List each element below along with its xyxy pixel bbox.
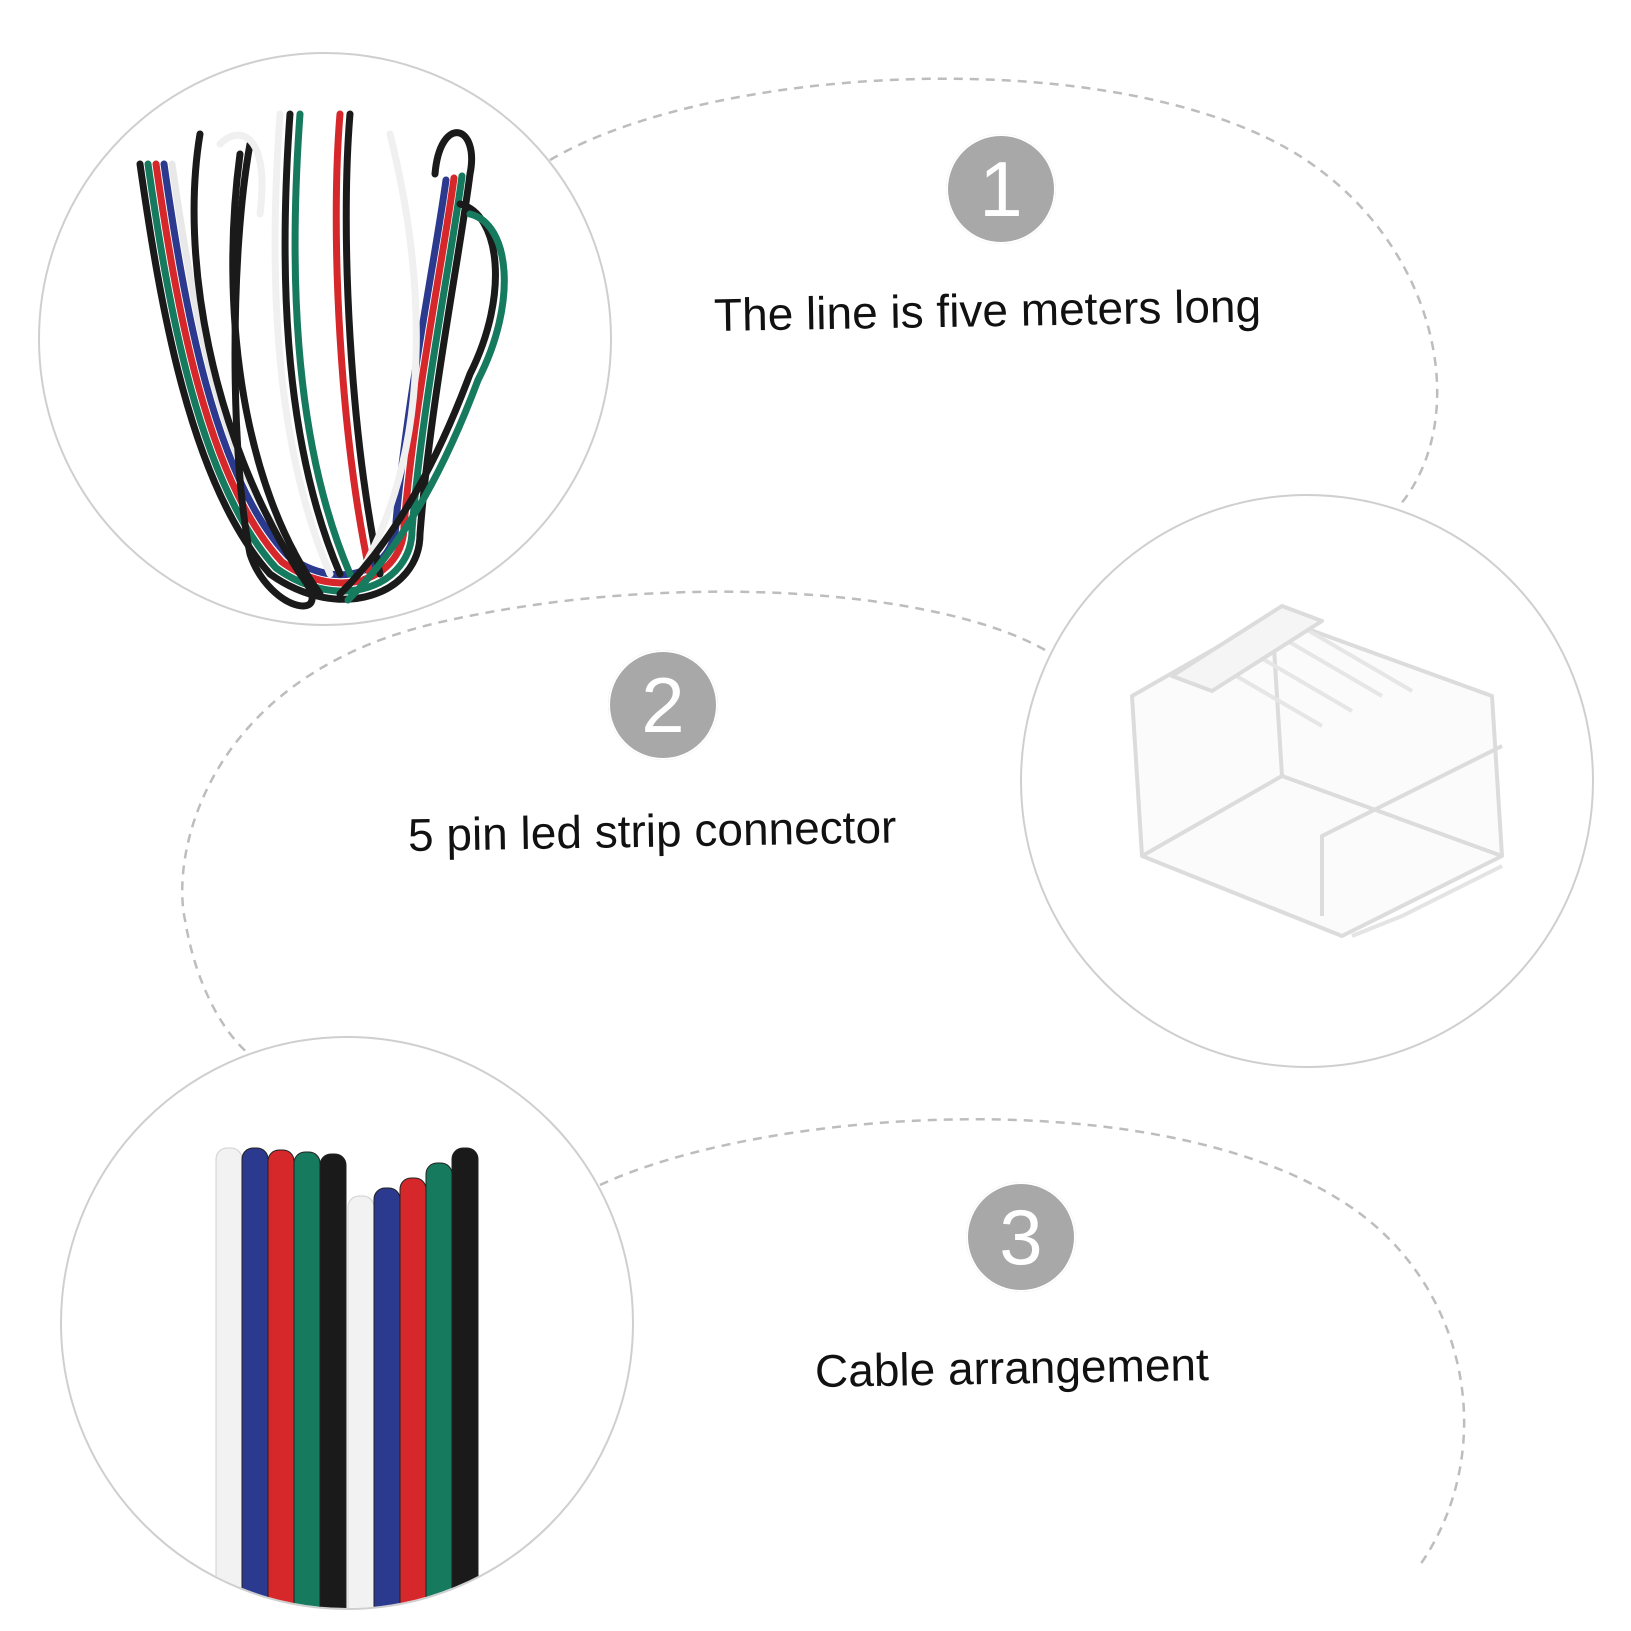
step-number-badge-3: 3 [966,1182,1076,1292]
dashed-curve-middle [181,590,1046,1056]
coiled-cable-photo [38,52,612,626]
cable-ends-icon [215,1147,479,1608]
wire-blue-1 [241,1147,269,1608]
step-number-badge-1: 1 [946,134,1056,244]
connector-icon [1130,604,1504,938]
feature-label-1: The line is five meters long [713,279,1262,341]
step-number-2: 2 [641,660,685,749]
dashed-curve-bottom [599,1118,1466,1566]
cable-ends-photo [60,1036,634,1610]
wire-red-2 [399,1177,427,1608]
wire-green-1 [293,1151,321,1608]
wire-white-2 [347,1195,375,1608]
wire-red-1 [267,1149,295,1608]
step-number-3: 3 [999,1192,1043,1281]
step-number-1: 1 [979,144,1023,233]
wire-black-1 [319,1153,347,1608]
wire-green-2 [425,1162,453,1608]
connector-photo [1020,494,1594,1068]
dashed-curve-top [549,77,1439,506]
step-number-badge-2: 2 [608,650,718,760]
wire-white-1 [215,1147,243,1608]
coiled-cable-icon [136,110,508,610]
feature-label-2: 5 pin led strip connector [407,800,897,861]
wire-black-2 [451,1147,479,1608]
feature-label-3: Cable arrangement [814,1338,1210,1397]
wire-blue-2 [373,1187,401,1608]
